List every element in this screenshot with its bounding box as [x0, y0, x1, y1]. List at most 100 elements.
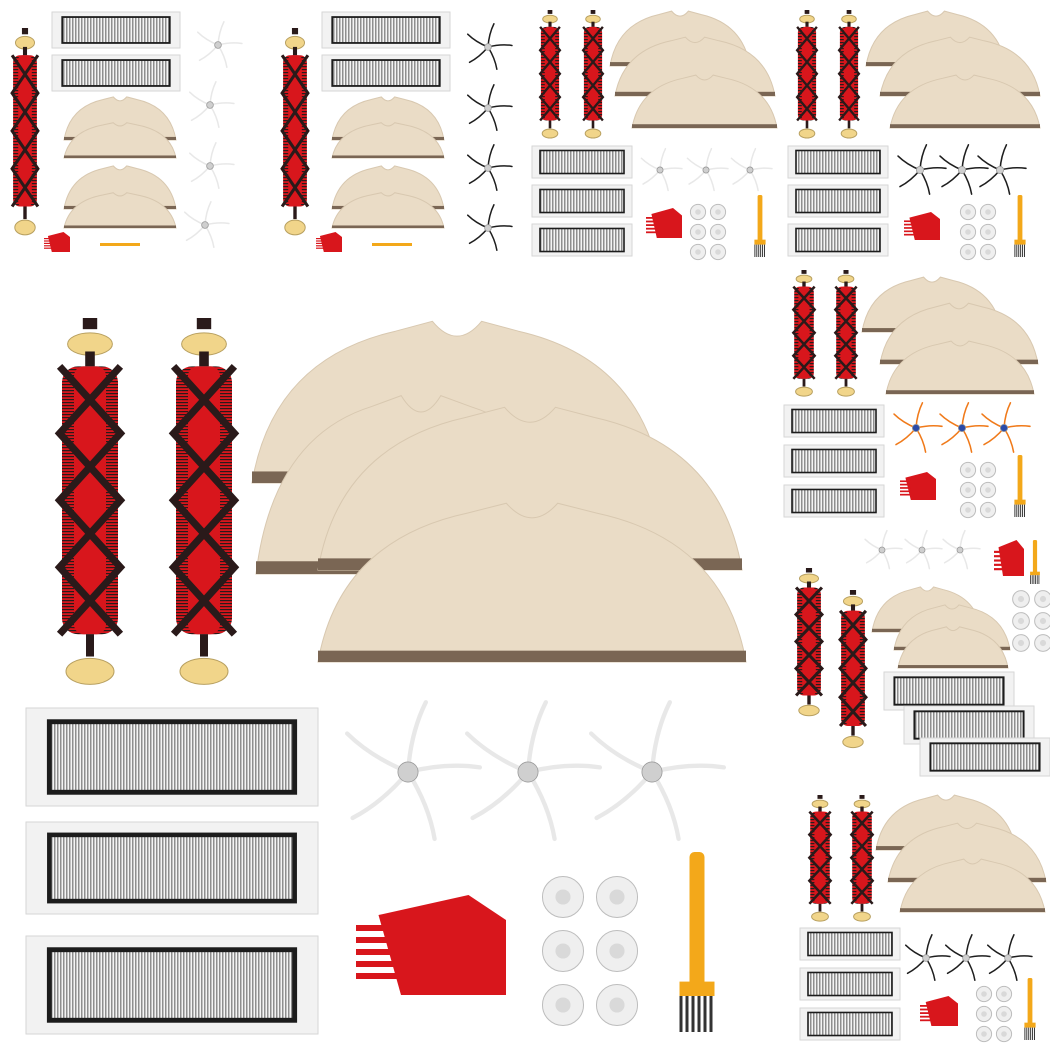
mop-pad [317, 502, 747, 663]
main-roller-brush [581, 10, 605, 139]
main-roller-brush [280, 28, 310, 236]
cleaning-tool [44, 232, 70, 252]
yellow-cleaning-brush [1024, 978, 1036, 1040]
hepa-filter [799, 1007, 901, 1041]
hepa-filter [799, 927, 901, 961]
hepa-filter [787, 184, 889, 218]
mop-pad [889, 74, 1041, 129]
kit-1 [10, 11, 243, 252]
cleaning-tool [920, 996, 958, 1026]
side-brush [986, 933, 1033, 982]
side-brush [942, 529, 981, 570]
hepa-filter [25, 707, 319, 807]
hepa-filter [321, 54, 451, 92]
cleaning-tool [356, 895, 506, 995]
wheel-covers [959, 461, 997, 519]
side-brush [588, 700, 727, 842]
hepa-filter [783, 484, 885, 518]
cleaning-tool [904, 212, 940, 240]
hepa-filter [783, 404, 885, 438]
kit-6 [793, 529, 1050, 777]
side-brush [944, 933, 991, 982]
yellow-cleaning-brush [754, 195, 766, 257]
side-brush [466, 203, 513, 252]
side-brush [730, 147, 773, 192]
mop-pad [897, 626, 1009, 669]
side-brush [939, 402, 989, 453]
wheel-covers [975, 985, 1013, 1043]
hepa-filter [531, 184, 633, 218]
hepa-filter [531, 145, 633, 179]
kit-main [25, 318, 747, 1035]
side-brush [904, 933, 951, 982]
wheel-covers [689, 203, 727, 261]
cleaning-tool [646, 208, 682, 238]
main-roller-brush [807, 795, 833, 922]
side-brush [464, 700, 603, 842]
hepa-filter [883, 671, 1015, 711]
side-brush [188, 80, 235, 129]
hepa-filter [25, 821, 319, 915]
side-brush [939, 144, 989, 195]
side-brush [904, 529, 943, 570]
hepa-filter [799, 967, 901, 1001]
main-roller-brush [838, 590, 868, 749]
yellow-cleaning-brush [1030, 540, 1040, 584]
kit-7 [799, 794, 1047, 1043]
side-brush [466, 143, 513, 192]
main-roller-brush [538, 10, 562, 139]
mop-pad [631, 74, 778, 129]
hepa-filter [783, 444, 885, 478]
side-brush [864, 529, 903, 570]
kit-5 [783, 270, 1039, 519]
hepa-filter [787, 223, 889, 257]
side-brush [981, 402, 1031, 453]
side-brush [466, 22, 513, 71]
side-brush [344, 700, 483, 842]
wheel-covers [541, 875, 639, 1027]
mop-pad [331, 192, 445, 229]
main-roller-brush [168, 318, 240, 685]
cleaning-tool [316, 232, 342, 252]
mop-pad [63, 192, 177, 229]
side-brush [897, 144, 947, 195]
main-roller-brush [10, 28, 40, 236]
mop-pad [63, 122, 177, 159]
hepa-filter [51, 54, 181, 92]
side-brush [893, 402, 943, 453]
kit-2 [280, 11, 451, 252]
side-brush [188, 141, 235, 190]
mop-pad [331, 122, 445, 159]
main-roller-brush [791, 270, 817, 397]
hepa-filter [321, 11, 451, 49]
wheel-covers [959, 203, 997, 261]
hepa-filter [531, 223, 633, 257]
kit-4 [787, 10, 1041, 261]
cleaning-tool [994, 540, 1024, 576]
side-brush [640, 147, 683, 192]
hepa-filter [903, 705, 1035, 745]
main-roller-brush [833, 270, 859, 397]
side-brush [196, 20, 243, 69]
main-roller-brush [795, 10, 819, 139]
kit-3 [466, 10, 778, 261]
main-roller-brush [837, 10, 861, 139]
mop-pad [885, 340, 1035, 395]
yellow-cleaning-brush [1014, 195, 1026, 257]
side-brush [183, 200, 230, 249]
main-roller-brush [793, 568, 825, 717]
yellow-cleaning-brush [1014, 455, 1026, 517]
wheel-covers [1012, 590, 1050, 652]
side-brush [977, 144, 1027, 195]
main-roller-brush [849, 795, 875, 922]
mop-pad [899, 858, 1046, 913]
hepa-filter [25, 935, 319, 1035]
main-roller-brush [54, 318, 126, 685]
side-brush [686, 147, 729, 192]
hepa-filter [51, 11, 181, 49]
hepa-filter [919, 737, 1050, 777]
hepa-filter [787, 145, 889, 179]
yellow-cleaning-brush [679, 852, 715, 1032]
cleaning-tool [900, 472, 936, 500]
